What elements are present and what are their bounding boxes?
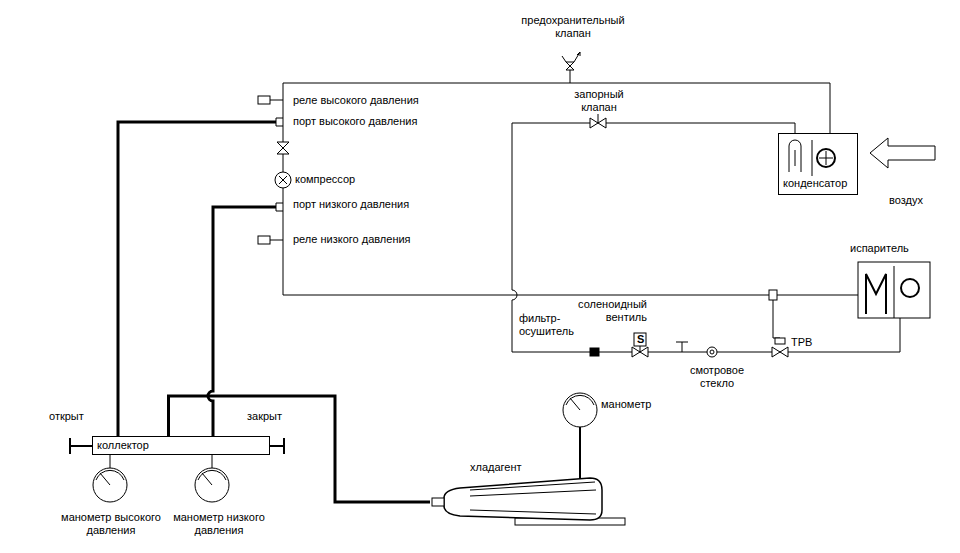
low-gauge-label: манометр низкого давления	[166, 511, 272, 537]
node-label: испаритель	[850, 242, 909, 255]
node-label: хладагент	[470, 461, 522, 474]
low-pressure-switch-label: реле низкого давления	[292, 233, 412, 246]
open-label: открыт	[48, 410, 85, 423]
solenoid-valve-label: соленоидный вентиль	[566, 298, 648, 324]
compressor-label: компрессор	[294, 173, 356, 186]
closed-label: закрыт	[246, 410, 283, 423]
node-label: коллектор	[97, 439, 149, 452]
condenser-box: конденсатор	[778, 133, 858, 195]
trv-label: ТРВ	[790, 336, 813, 349]
high-gauge-label: манометр высокого давления	[55, 511, 167, 537]
shutoff-valve-label: запорный клапан	[560, 88, 638, 114]
air-label: воздух	[888, 194, 924, 207]
sight-glass-label: смотровое стекло	[680, 364, 754, 390]
refrigerant-cylinder: хладагент	[430, 460, 610, 522]
node-label: конденсатор	[783, 177, 847, 190]
high-pressure-switch-label: реле высокого давления	[292, 94, 420, 107]
high-pressure-port-label: порт высокого давления	[292, 115, 418, 128]
solenoid-symbol-letter: S	[636, 333, 645, 346]
filter-drier-label: фильтр-осушитель	[518, 312, 584, 338]
manifold-box: коллектор	[92, 436, 270, 455]
condenser-symbol	[779, 136, 849, 176]
cylinder-shape	[430, 476, 610, 522]
gauge-label: манометр	[600, 398, 652, 411]
low-pressure-port-label: порт низкого давления	[292, 198, 410, 211]
safety-valve-label: предохранительный клапан	[517, 14, 629, 40]
evaporator-unit: испаритель	[850, 238, 938, 320]
